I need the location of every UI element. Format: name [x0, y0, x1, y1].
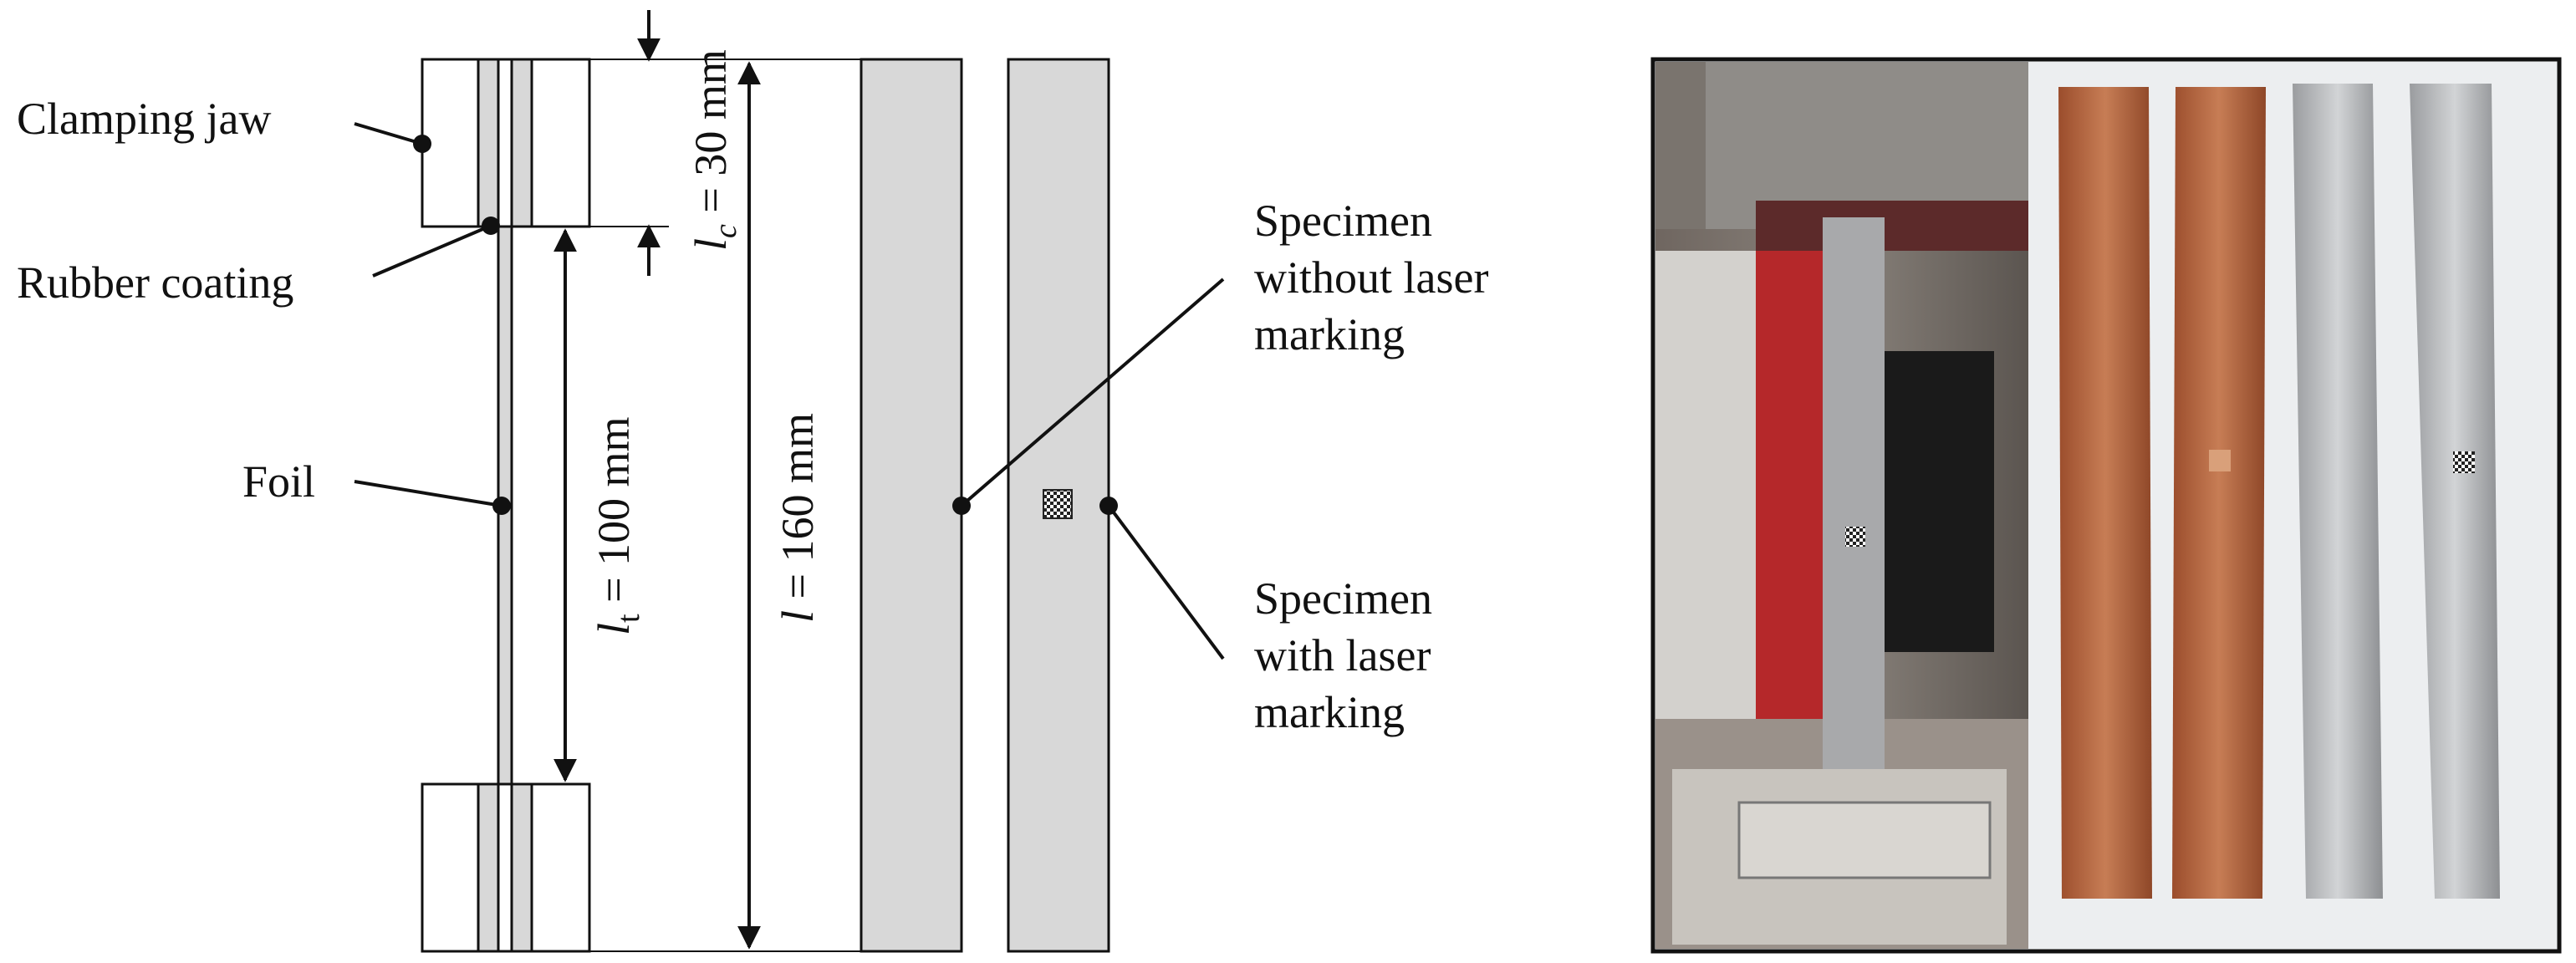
strips-photo [2028, 62, 2557, 949]
lc-dimension-label: lc = 30 mm [686, 49, 743, 251]
red-machine-column [1756, 251, 1823, 719]
aluminium-strip-marked [2410, 84, 2500, 899]
bottom-foil-in-jaw [497, 782, 513, 953]
rubber-coating-dot [482, 217, 500, 235]
foil-label: Foil [242, 456, 315, 507]
copper-laser-marking [2209, 450, 2231, 471]
clamped-specimen [1823, 217, 1885, 802]
specimen-without-label: Specimen without laser marking [1254, 196, 1488, 359]
copper-strip-marked [2172, 87, 2266, 899]
laser-marking-code [1043, 489, 1073, 519]
rubber-coating-label: Rubber coating [17, 257, 293, 308]
clamping-jaw-label: Clamping jaw [17, 94, 271, 144]
specimen-photo [1650, 57, 2562, 954]
aluminium-laser-marking [2453, 451, 2475, 473]
svg-text:marking: marking [1254, 687, 1405, 737]
clamped-specimen-marking [1845, 527, 1865, 547]
specimen-with-dot [1099, 497, 1118, 515]
bottom-clamp [421, 782, 591, 953]
specimen-without-dot [952, 497, 971, 515]
clamping-jaw-dot [413, 135, 431, 153]
specimen-without-laser-marking [860, 58, 963, 953]
l-dimension-label: l = 160 mm [773, 413, 823, 623]
top-clamp [421, 58, 591, 228]
svg-text:marking: marking [1254, 309, 1405, 359]
svg-text:with laser: with laser [1254, 630, 1431, 680]
copper-strip-unmarked [2058, 87, 2152, 899]
lt-dimension-label: lt = 100 mm [589, 416, 646, 635]
svg-text:Specimen: Specimen [1254, 196, 1432, 246]
specimen-with-label: Specimen with laser marking [1254, 573, 1432, 737]
svg-text:without laser: without laser [1254, 252, 1488, 303]
test-setup-schematic: lc = 30 mm lt = 100 mm l = 160 mm Clampi… [17, 10, 1488, 953]
testing-machine-photo [1655, 62, 2028, 949]
foil-dot [492, 497, 511, 515]
svg-text:Specimen: Specimen [1254, 573, 1432, 624]
top-foil-in-jaw [497, 58, 513, 228]
aluminium-strip-unmarked [2293, 84, 2383, 899]
